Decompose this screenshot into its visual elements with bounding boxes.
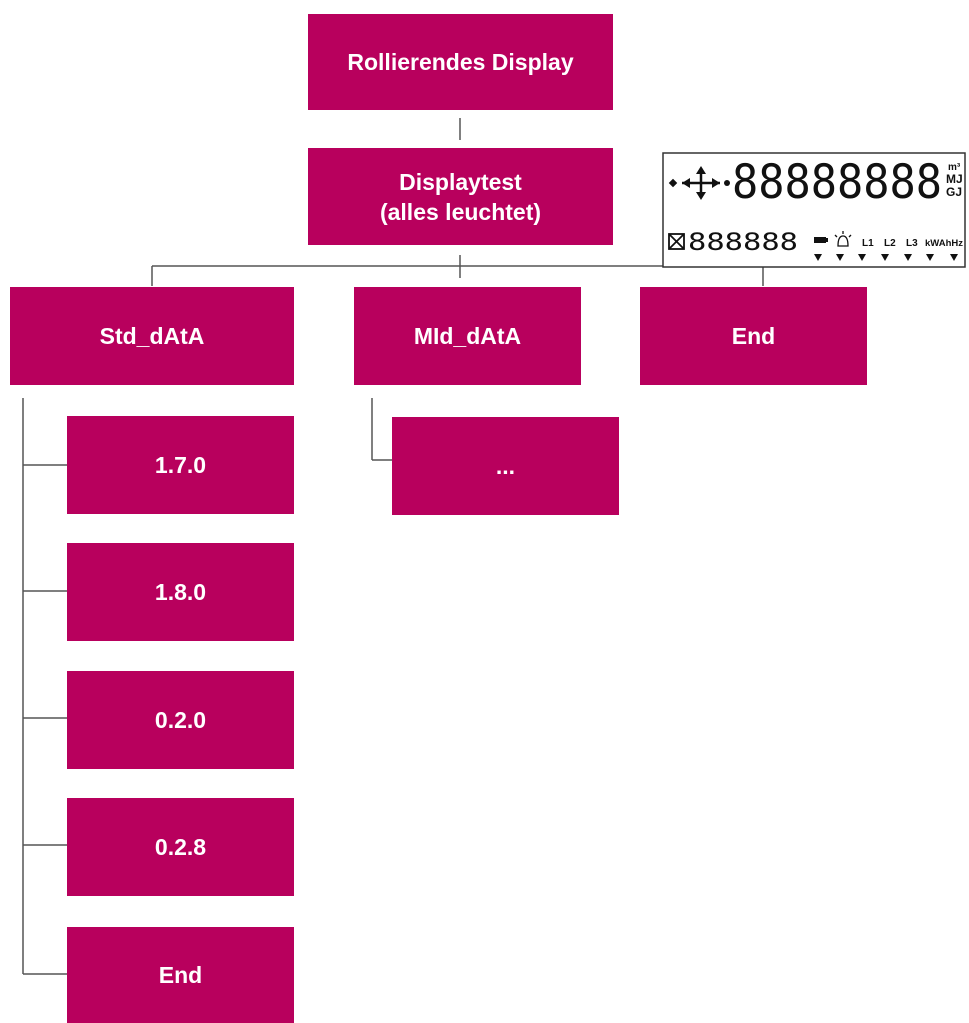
mid-item-ellipsis: ... xyxy=(392,417,619,515)
indicator-triangle xyxy=(836,254,844,261)
end-box: End xyxy=(640,287,867,385)
lcd-indicator-l2: L2 xyxy=(884,238,896,249)
lcd-main-digits: 88888888 xyxy=(732,155,942,210)
std-item-1-8-0: 1.8.0 xyxy=(67,543,294,641)
indicator-triangle xyxy=(926,254,934,261)
std-item-0-2-8: 0.2.8 xyxy=(67,798,294,896)
mid-data-box: MId_dAtA xyxy=(354,287,581,385)
rollierendes-display-box: Rollierendes Display xyxy=(308,14,613,110)
indicator-triangle xyxy=(904,254,912,261)
indicator-triangle xyxy=(950,254,958,261)
lcd-unit-gj: GJ xyxy=(946,185,962,199)
indicator-triangle xyxy=(858,254,866,261)
indicator-triangles xyxy=(814,254,958,261)
std-item-1-7-0: 1.7.0 xyxy=(67,416,294,514)
indicator-triangle xyxy=(814,254,822,261)
battery-icon xyxy=(814,237,828,243)
displaytest-box: Displaytest (alles leuchtet) xyxy=(308,148,613,245)
indicator-triangle xyxy=(881,254,889,261)
std-data-box: Std_dAtA xyxy=(10,287,294,385)
std-item-0-2-0: 0.2.0 xyxy=(67,671,294,769)
lcd-unit-m3: m³ xyxy=(948,162,961,173)
alarm-icon xyxy=(834,231,852,247)
lcd-small-digits: 888888 xyxy=(688,228,798,256)
lcd-indicator-l3: L3 xyxy=(906,238,918,249)
lcd-frame xyxy=(662,152,966,268)
std-item-end: End xyxy=(67,927,294,1023)
lcd-unit-mj: MJ xyxy=(946,172,963,186)
lcd-indicator-l1: L1 xyxy=(862,238,874,249)
crossed-box-icon xyxy=(668,233,685,250)
lcd-indicator-kwahhz: kWAhHz xyxy=(925,238,964,248)
